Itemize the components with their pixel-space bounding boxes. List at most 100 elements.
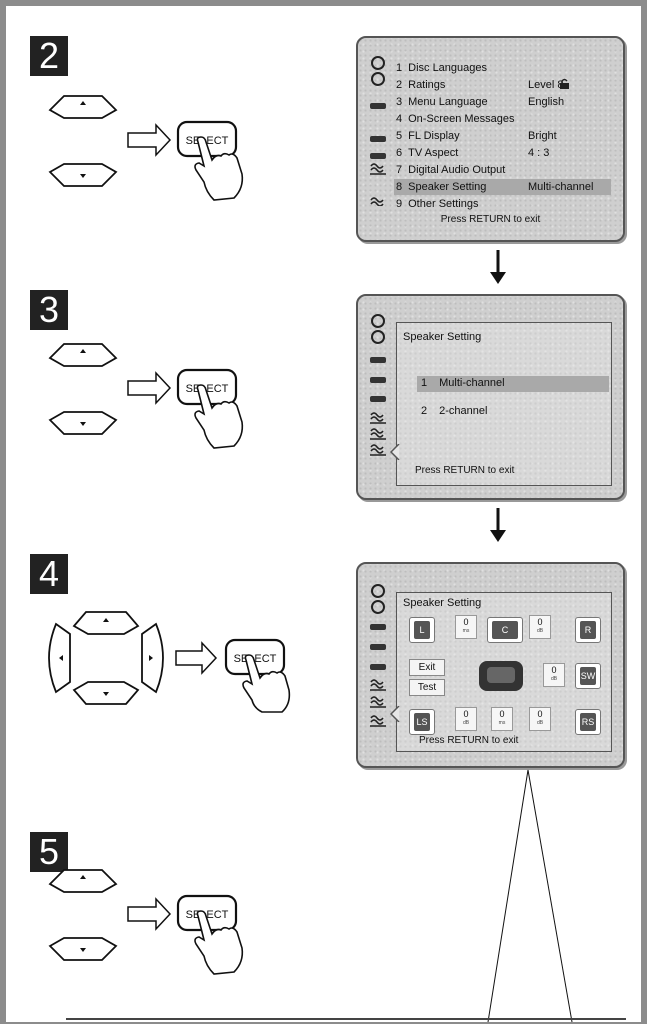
callout-lines	[487, 769, 573, 1023]
speaker-setting-footer: Press RETURN to exit	[415, 465, 515, 476]
down-arrow-icon	[490, 250, 506, 284]
step-5-badge: 5	[30, 832, 68, 872]
select-button-label: SELECT	[234, 653, 277, 665]
step-2-controls: SELECT	[48, 95, 244, 201]
setup-menu-item[interactable]: 5 FL Display	[396, 128, 460, 144]
selected-row-highlight	[394, 179, 611, 195]
setup-menu-footer: Press RETURN to exit	[440, 214, 541, 225]
menu-item-number: 3	[396, 96, 403, 108]
right-arrow-icon	[127, 123, 172, 157]
pointer-notch-icon	[390, 706, 400, 722]
speaker-adjust-title: Speaker Setting	[403, 597, 482, 609]
setup-menu-item[interactable]: 3 Menu Language	[396, 94, 488, 110]
selected-option-highlight	[417, 376, 609, 392]
menu-item-label: On-Screen Messages	[408, 113, 515, 125]
select-button-label: SELECT	[186, 909, 229, 921]
pressing-hand-icon	[242, 654, 291, 713]
down-arrow-icon	[490, 508, 506, 542]
down-button-icon	[72, 681, 140, 705]
menu-item-value: Bright	[528, 130, 557, 142]
disc-icon	[371, 314, 385, 344]
menu-item-value: Multi-channel	[528, 181, 594, 193]
menu-item-number: 4	[396, 113, 403, 125]
speaker-rs-icon[interactable]: RS	[575, 709, 601, 735]
step-3-badge: 3	[30, 290, 68, 330]
speaker-setting-title: Speaker Setting	[403, 331, 482, 343]
setup-menu-item[interactable]: 4 On-Screen Messages	[396, 111, 515, 127]
right-arrow-icon	[127, 897, 172, 931]
down-button-icon	[48, 937, 118, 961]
speaker-adjust-footer: Press RETURN to exit	[419, 735, 519, 746]
setup-category-icons	[370, 56, 386, 206]
step-4-badge: 4	[30, 554, 68, 594]
audio-icon	[370, 163, 386, 206]
menu-item-label: Ratings	[408, 79, 446, 91]
menu-item-number: 7	[396, 164, 403, 176]
display-icon	[370, 103, 386, 159]
pressing-hand-icon	[194, 136, 244, 201]
down-button-icon	[48, 411, 118, 435]
display-icon	[370, 624, 386, 670]
audio-icon	[370, 412, 386, 456]
down-button-icon	[48, 163, 118, 187]
menu-item-label: Menu Language	[408, 96, 488, 108]
select-button-label: SELECT	[186, 383, 229, 395]
select-button-label: SELECT	[186, 135, 229, 147]
right-button-icon	[141, 622, 164, 694]
instruction-panel: 2 SELECT 3	[6, 6, 641, 1023]
left-button-icon	[48, 622, 71, 694]
bottom-rule	[66, 1018, 626, 1020]
menu-item-value: 4 : 3	[528, 147, 550, 159]
speaker-r-icon[interactable]: R	[575, 617, 601, 643]
option-label: 2-channel	[439, 405, 488, 417]
right-arrow-icon	[127, 371, 172, 405]
lock-icon	[560, 78, 569, 89]
listener-sofa-icon	[479, 661, 523, 691]
speaker-l-icon[interactable]: L	[409, 617, 435, 643]
up-button-icon	[72, 611, 140, 635]
menu-item-value: English	[528, 96, 565, 108]
menu-item-value: Level 8	[528, 79, 564, 91]
menu-item-number: 5	[396, 130, 403, 142]
speaker-ls-icon[interactable]: LS	[409, 709, 435, 735]
setup-category-icons	[370, 314, 386, 456]
test-button[interactable]: Test	[409, 679, 445, 696]
speaker-option[interactable]: 2 2-channel	[421, 405, 487, 417]
menu-item-label: Speaker Setting	[408, 181, 487, 193]
option-number: 1	[421, 377, 428, 389]
speaker-sw-icon[interactable]: SW	[575, 663, 601, 689]
menu-item-label: FL Display	[408, 130, 460, 142]
menu-item-label: Other Settings	[408, 198, 479, 210]
display-icon	[370, 357, 386, 402]
exit-button[interactable]: Exit	[409, 659, 445, 676]
menu-item-label: Digital Audio Output	[408, 164, 506, 176]
disc-icon	[371, 584, 385, 614]
menu-item-number: 6	[396, 147, 403, 159]
setup-menu-item[interactable]: 7 Digital Audio Output	[396, 162, 505, 178]
step-5-controls: SELECT	[48, 869, 244, 975]
pressing-hand-icon	[194, 384, 244, 449]
speaker-c-icon[interactable]: C	[487, 617, 523, 643]
menu-item-number: 1	[396, 62, 403, 74]
option-number: 2	[421, 405, 428, 417]
up-button-icon	[48, 869, 118, 893]
disc-icon	[371, 56, 385, 86]
